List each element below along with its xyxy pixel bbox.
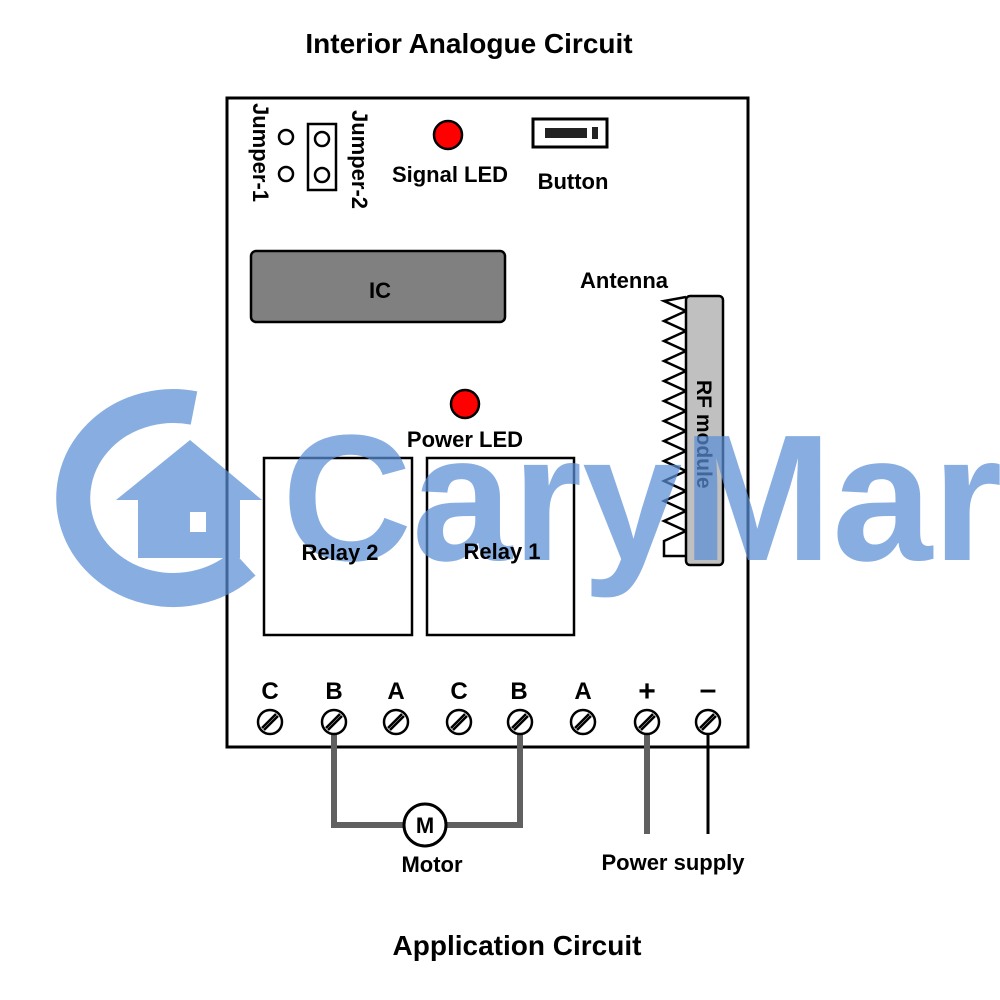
screw-terminal[interactable] [445, 708, 473, 736]
terminal-label: A [387, 678, 404, 705]
jumper-2-label: Jumper-2 [347, 110, 372, 209]
jumper-2[interactable] [306, 122, 338, 192]
relay-2-label: Relay 2 [301, 540, 378, 565]
jumper-1-pin [277, 128, 295, 146]
watermark-ring [56, 389, 256, 607]
ic-label: IC [369, 278, 391, 303]
terminal-label: – [700, 673, 717, 706]
house-window [190, 512, 206, 532]
relay-2 [262, 456, 414, 637]
terminal-label: B [325, 678, 342, 705]
terminal-label: B [510, 678, 527, 705]
screw-terminal[interactable] [633, 708, 661, 736]
power-led-label: Power LED [407, 427, 523, 452]
ic-chip [249, 249, 507, 324]
screw-terminal[interactable] [506, 708, 534, 736]
house-icon [116, 440, 262, 558]
antenna-label: Antenna [580, 268, 669, 293]
screw-terminal[interactable] [569, 708, 597, 736]
jumper-2-pin [313, 130, 331, 148]
jumper-2-pin [313, 166, 331, 184]
signal-led [432, 119, 464, 151]
button-slider [545, 128, 587, 138]
motor-wire [331, 734, 523, 828]
terminal-label: + [638, 675, 656, 708]
motor-symbol: M [416, 813, 434, 838]
diagram-title: Interior Analogue Circuit [305, 28, 632, 59]
watermark-text: CaryMart [282, 398, 1000, 599]
jumper-1-label: Jumper-1 [248, 103, 273, 202]
jumper-1[interactable] [277, 128, 295, 183]
button-label: Button [538, 169, 609, 194]
rf-module-label: RF module [692, 380, 715, 489]
power-led [449, 388, 481, 420]
screw-terminal[interactable] [382, 708, 410, 736]
antenna-coil [659, 295, 690, 558]
terminal-screws [256, 708, 722, 736]
terminal-label: C [261, 678, 278, 705]
terminal-label: A [574, 678, 591, 705]
button-tab [592, 127, 598, 139]
board-outline [225, 96, 750, 749]
screw-terminal[interactable] [320, 708, 348, 736]
terminal-label: C [450, 678, 467, 705]
rf-module [684, 294, 725, 567]
motor-icon [402, 802, 448, 848]
button[interactable] [531, 117, 609, 149]
carymart-watermark: CaryMart [56, 389, 1000, 607]
relay-1 [425, 456, 576, 637]
relay-1-label: Relay 1 [463, 539, 540, 564]
screw-terminal[interactable] [694, 708, 722, 736]
motor-label: Motor [401, 852, 463, 877]
application-title: Application Circuit [393, 930, 642, 961]
jumper-1-pin [277, 165, 295, 183]
power-supply-label: Power supply [601, 850, 745, 875]
screw-terminal[interactable] [256, 708, 284, 736]
signal-led-label: Signal LED [392, 162, 508, 187]
